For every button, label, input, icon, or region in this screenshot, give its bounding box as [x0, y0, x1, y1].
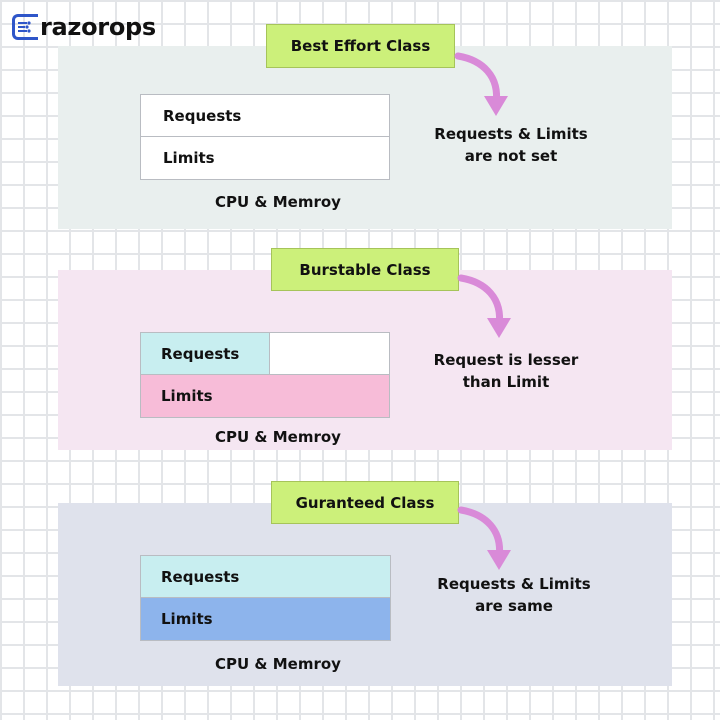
limits-label: Limits [161, 387, 213, 405]
guaranteed-title: Guranteed Class [271, 481, 459, 524]
curved-arrow-icon [457, 274, 511, 338]
description-line: Requests & Limits [434, 125, 588, 143]
guaranteed-requests-box: Requests [140, 555, 391, 598]
curved-arrow-icon [457, 506, 511, 570]
requests-label: Requests [161, 567, 240, 586]
best-effort-requests-box: Requests [140, 94, 390, 137]
razorops-logo: razorops [12, 10, 156, 44]
guaranteed-limits-box: Limits [140, 598, 391, 641]
razorops-logo-icon [12, 14, 38, 40]
requests-label: Requests [161, 344, 240, 363]
burstable-limits-box: Limits [140, 375, 390, 418]
limits-label: Limits [163, 149, 215, 167]
burstable-caption: CPU & Memroy [215, 428, 341, 446]
description-line: are not set [464, 147, 558, 165]
description-line: Request is lesser [433, 351, 579, 369]
description-line: are same [475, 597, 553, 615]
best-effort-limits-box: Limits [140, 137, 390, 180]
requests-label: Requests [163, 106, 242, 125]
burstable-requests-remainder [270, 332, 390, 375]
logo-text: razorops [40, 13, 156, 41]
description-line: than Limit [462, 373, 550, 391]
burstable-description: Request is lesser than Limit [406, 349, 606, 393]
guaranteed-description: Requests & Limits are same [414, 573, 614, 617]
description-line: Requests & Limits [437, 575, 591, 593]
limits-label: Limits [161, 610, 213, 628]
best-effort-caption: CPU & Memroy [215, 193, 341, 211]
burstable-title: Burstable Class [271, 248, 459, 291]
best-effort-description: Requests & Limits are not set [411, 123, 611, 167]
best-effort-title: Best Effort Class [266, 24, 455, 68]
curved-arrow-icon [454, 52, 508, 116]
guaranteed-caption: CPU & Memroy [215, 655, 341, 673]
burstable-requests-box: Requests [140, 332, 270, 375]
